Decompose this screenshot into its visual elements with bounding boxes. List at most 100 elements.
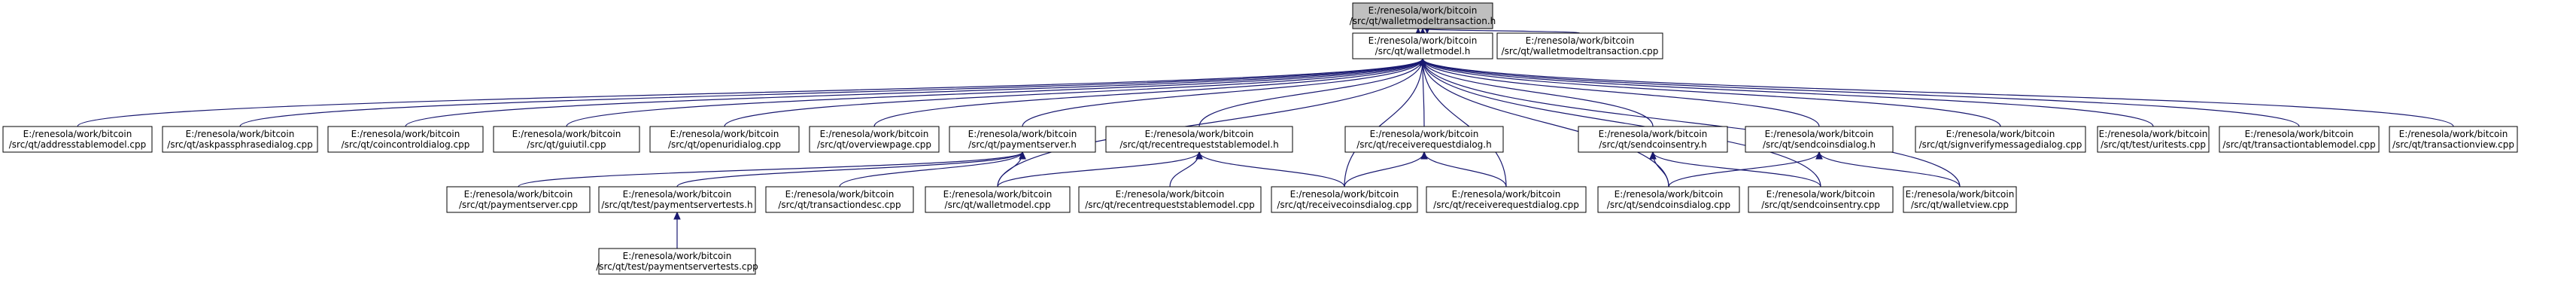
- node-gu-cpp[interactable]: E:/renesola/work/bitcoin/src/qt/guiutil.…: [493, 126, 640, 153]
- node-file-path: /src/qt/walletmodeltransaction.cpp: [1502, 46, 1659, 56]
- node-path-prefix: E:/renesola/work/bitcoin: [2245, 129, 2354, 139]
- node-path-prefix: E:/renesola/work/bitcoin: [1765, 129, 1874, 139]
- node-atm-cpp[interactable]: E:/renesola/work/bitcoin/src/qt/addresst…: [2, 126, 153, 153]
- node-box: [1748, 186, 1894, 213]
- edges-layer: [77, 26, 2454, 249]
- node-path-prefix: E:/renesola/work/bitcoin: [1116, 189, 1225, 200]
- node-sce-h[interactable]: E:/renesola/work/bitcoin/src/qt/sendcoin…: [1578, 126, 1728, 153]
- node-file-path: /src/qt/overviewpage.cpp: [817, 139, 931, 150]
- node-file-path: /src/qt/walletmodeltransaction.h: [1350, 16, 1496, 26]
- node-tv-cpp[interactable]: E:/renesola/work/bitcoin/src/qt/transact…: [2389, 126, 2518, 153]
- node-path-prefix: E:/renesola/work/bitcoin: [623, 189, 732, 200]
- node-box: [1271, 186, 1418, 213]
- node-wm-h[interactable]: E:/renesola/work/bitcoin/src/qt/walletmo…: [1352, 32, 1493, 59]
- node-box: [2389, 126, 2518, 153]
- node-scd-cpp[interactable]: E:/renesola/work/bitcoin/src/qt/sendcoin…: [1597, 186, 1740, 213]
- node-box: [162, 126, 318, 153]
- node-file-path: /src/qt/sendcoinsdialog.h: [1763, 139, 1876, 150]
- node-rrd-h[interactable]: E:/renesola/work/bitcoin/src/qt/receiver…: [1344, 126, 1504, 153]
- node-wmt-h[interactable]: E:/renesola/work/bitcoin/src/qt/walletmo…: [1350, 2, 1496, 29]
- node-path-prefix: E:/renesola/work/bitcoin: [623, 251, 732, 261]
- node-box: [925, 186, 1071, 213]
- node-file-path: /src/qt/signverifymessagedialog.cpp: [1919, 139, 2082, 150]
- node-apd-cpp[interactable]: E:/renesola/work/bitcoin/src/qt/askpassp…: [162, 126, 318, 153]
- node-svmd-cpp[interactable]: E:/renesola/work/bitcoin/src/qt/signveri…: [1915, 126, 2086, 153]
- node-file-path: /src/qt/test/paymentservertests.h: [601, 200, 752, 210]
- node-path-prefix: E:/renesola/work/bitcoin: [943, 189, 1053, 200]
- node-path-prefix: E:/renesola/work/bitcoin: [1452, 189, 1561, 200]
- node-path-prefix: E:/renesola/work/bitcoin: [186, 129, 295, 139]
- node-path-prefix: E:/renesola/work/bitcoin: [1766, 189, 1876, 200]
- node-rrtm-h[interactable]: E:/renesola/work/bitcoin/src/qt/recentre…: [1105, 126, 1293, 153]
- node-file-path: /src/qt/paymentserver.cpp: [459, 200, 578, 210]
- node-box: [493, 126, 640, 153]
- node-box: [327, 126, 484, 153]
- node-scd-h[interactable]: E:/renesola/work/bitcoin/src/qt/sendcoin…: [1745, 126, 1894, 153]
- node-wm-cpp[interactable]: E:/renesola/work/bitcoin/src/qt/walletmo…: [925, 186, 1071, 213]
- node-rrtm-cpp[interactable]: E:/renesola/work/bitcoin/src/qt/recentre…: [1078, 186, 1262, 213]
- edge-ps_h-to-pst_h: [676, 151, 1023, 188]
- edge-wm_h-to-sce_h: [1422, 58, 1654, 127]
- node-file-path: /src/qt/receiverequestdialog.cpp: [1433, 200, 1579, 210]
- node-box: [1352, 32, 1493, 59]
- node-file-path: /src/qt/walletview.cpp: [1911, 200, 2009, 210]
- node-file-path: /src/qt/askpassphrasedialog.cpp: [167, 139, 312, 150]
- arrowhead-scd_h-to-wv_cpp: [1815, 151, 1823, 160]
- node-file-path: /src/qt/sendcoinsdialog.cpp: [1607, 200, 1730, 210]
- node-box: [649, 126, 800, 153]
- edge-wm_h-to-svmd_cpp: [1422, 58, 2001, 127]
- edge-wm_h-to-rrd_cpp: [1422, 58, 1507, 188]
- node-box: [1344, 126, 1504, 153]
- node-rcd-cpp[interactable]: E:/renesola/work/bitcoin/src/qt/receivec…: [1271, 186, 1418, 213]
- edge-ps_h-to-ps_cpp: [518, 151, 1023, 188]
- node-wmt-cpp[interactable]: E:/renesola/work/bitcoin/src/qt/walletmo…: [1496, 32, 1663, 59]
- edge-sce_h-to-sce_cpp: [1652, 151, 1821, 188]
- node-ttm-cpp[interactable]: E:/renesola/work/bitcoin/src/qt/transact…: [2219, 126, 2380, 153]
- edge-scd_h-to-wv_cpp: [1818, 151, 1961, 188]
- node-file-path: /src/qt/transactionview.cpp: [2392, 139, 2514, 150]
- node-ccd-cpp[interactable]: E:/renesola/work/bitcoin/src/qt/coincont…: [327, 126, 484, 153]
- node-box: [1352, 2, 1493, 29]
- node-td-cpp[interactable]: E:/renesola/work/bitcoin/src/qt/transact…: [765, 186, 914, 213]
- edge-wm_h-to-rrtm_h: [1198, 58, 1423, 127]
- node-file-path: /src/qt/transactiontablemodel.cpp: [2222, 139, 2375, 150]
- node-box: [1496, 32, 1663, 59]
- node-path-prefix: E:/renesola/work/bitcoin: [968, 129, 1077, 139]
- edge-wm_h-to-ps_h: [1022, 58, 1423, 127]
- node-uri-cpp[interactable]: E:/renesola/work/bitcoin/src/qt/test/uri…: [2097, 126, 2210, 153]
- node-ovp-cpp[interactable]: E:/renesola/work/bitcoin/src/qt/overview…: [809, 126, 940, 153]
- node-rrd-cpp[interactable]: E:/renesola/work/bitcoin/src/qt/receiver…: [1426, 186, 1587, 213]
- node-wv-cpp[interactable]: E:/renesola/work/bitcoin/src/qt/walletvi…: [1903, 186, 2017, 213]
- edge-wm_h-to-wv_cpp: [1422, 58, 1961, 188]
- node-box: [2097, 126, 2210, 153]
- edge-scd_h-to-scd_cpp: [1668, 151, 1820, 188]
- node-path-prefix: E:/renesola/work/bitcoin: [464, 189, 573, 200]
- node-path-prefix: E:/renesola/work/bitcoin: [820, 129, 929, 139]
- node-path-prefix: E:/renesola/work/bitcoin: [351, 129, 460, 139]
- node-box: [446, 186, 591, 213]
- node-file-path: /src/qt/test/paymentservertests.cpp: [596, 261, 758, 272]
- edge-ps_h-to-td_cpp: [839, 151, 1023, 188]
- node-box: [1745, 126, 1894, 153]
- node-path-prefix: E:/renesola/work/bitcoin: [1599, 129, 1708, 139]
- node-path-prefix: E:/renesola/work/bitcoin: [1145, 129, 1254, 139]
- node-ps-cpp[interactable]: E:/renesola/work/bitcoin/src/qt/payments…: [446, 186, 591, 213]
- node-sce-cpp[interactable]: E:/renesola/work/bitcoin/src/qt/sendcoin…: [1748, 186, 1894, 213]
- node-box: [1578, 126, 1728, 153]
- node-ps-h[interactable]: E:/renesola/work/bitcoin/src/qt/payments…: [949, 126, 1096, 153]
- node-file-path: /src/qt/test/uritests.cpp: [2101, 139, 2206, 150]
- node-path-prefix: E:/renesola/work/bitcoin: [1370, 129, 1479, 139]
- node-path-prefix: E:/renesola/work/bitcoin: [512, 129, 621, 139]
- node-pst-cpp[interactable]: E:/renesola/work/bitcoin/src/qt/test/pay…: [596, 248, 758, 275]
- edge-rrd_h-to-rrd_cpp: [1423, 151, 1507, 188]
- node-file-path: /src/qt/walletmodel.h: [1375, 46, 1471, 56]
- node-pst-h[interactable]: E:/renesola/work/bitcoin/src/qt/test/pay…: [598, 186, 756, 213]
- node-file-path: /src/qt/recentrequeststablemodel.cpp: [1085, 200, 1255, 210]
- node-box: [2219, 126, 2380, 153]
- node-box: [1105, 126, 1293, 153]
- node-path-prefix: E:/renesola/work/bitcoin: [1615, 189, 1724, 200]
- node-oud-cpp[interactable]: E:/renesola/work/bitcoin/src/qt/openurid…: [649, 126, 800, 153]
- node-path-prefix: E:/renesola/work/bitcoin: [670, 129, 779, 139]
- edge-wm_h-to-rrd_h: [1422, 58, 1425, 127]
- arrowhead-pst_h-to-pst_cpp: [673, 211, 681, 220]
